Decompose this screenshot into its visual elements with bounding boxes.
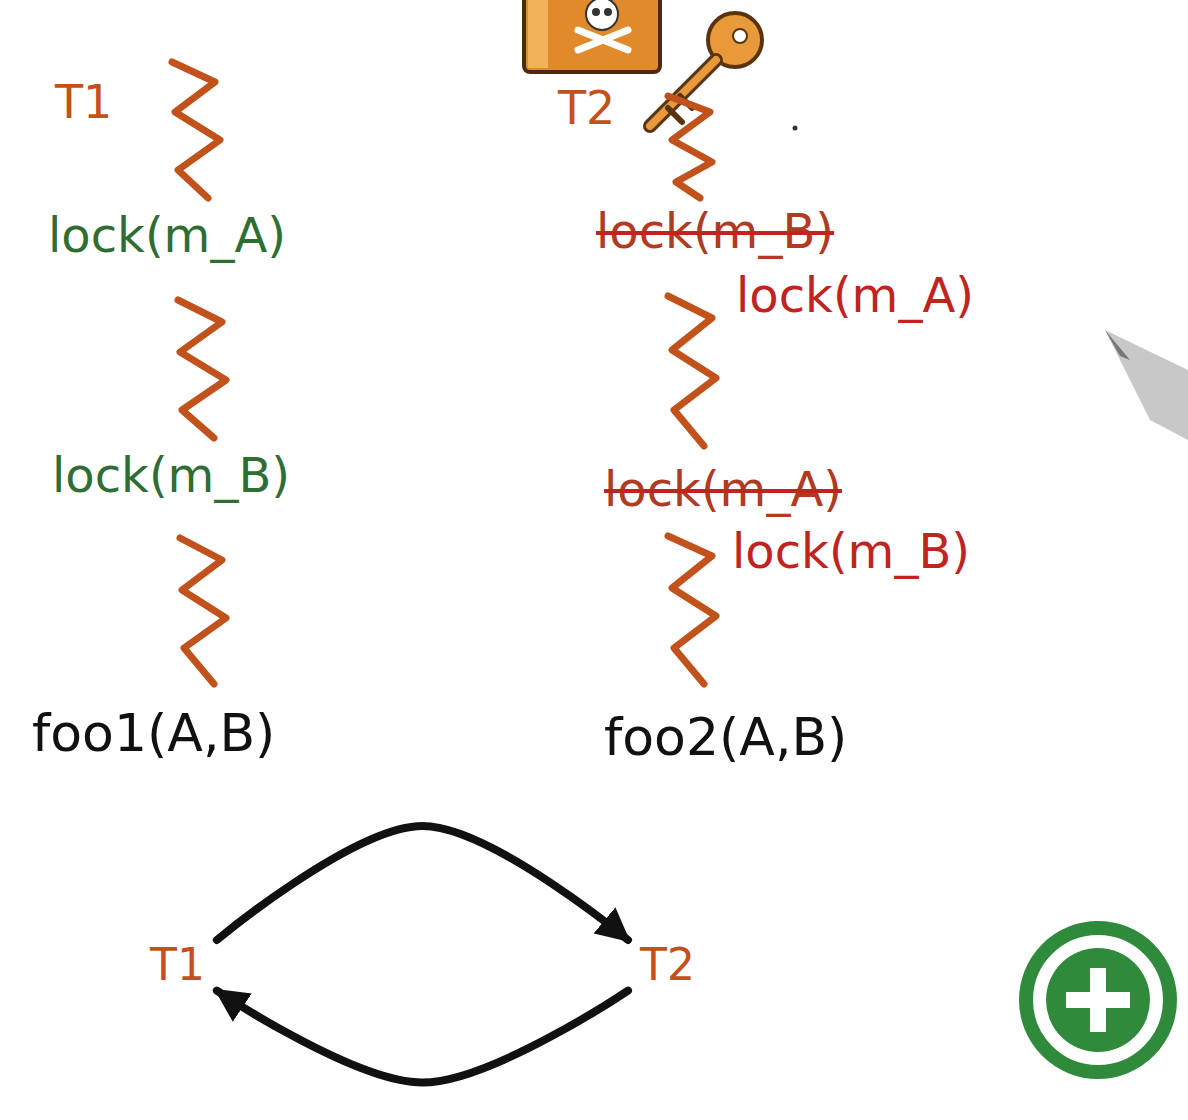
thread-label: T1 <box>55 76 112 129</box>
thread-label: T2 <box>558 82 615 135</box>
thread-squiggle <box>172 62 226 684</box>
thread-label: T2 <box>640 940 695 991</box>
thread-node: T1 <box>144 936 211 995</box>
thread-squiggle <box>668 96 716 684</box>
lock-call: lock(m_B) <box>732 524 970 579</box>
lock-call: lock(m_A) <box>48 208 286 263</box>
struck-lock-call: lock(m_B) <box>596 204 834 259</box>
function-call: foo2(A,B) <box>604 708 847 768</box>
pencil <box>1105 330 1188 440</box>
thread-label: T1 <box>150 940 205 991</box>
wait-for-arrow <box>217 826 628 940</box>
padlock-icon <box>524 0 660 72</box>
thread-node: T2 <box>634 936 701 995</box>
lock-call: lock(m_B) <box>52 448 290 503</box>
lock-call: lock(m_A) <box>736 268 974 323</box>
function-call: foo1(A,B) <box>32 704 275 764</box>
wait-for-arrow <box>217 991 628 1083</box>
plus-button <box>1026 928 1170 1072</box>
dot <box>793 126 798 131</box>
struck-lock-call: lock(m_A) <box>604 462 842 517</box>
